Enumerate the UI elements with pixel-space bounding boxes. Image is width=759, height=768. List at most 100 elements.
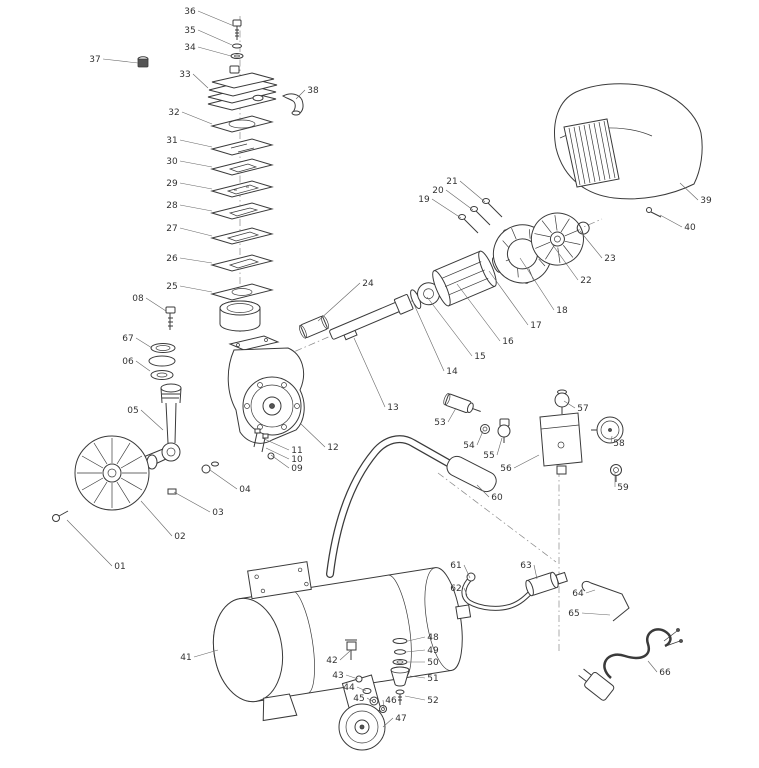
safety-valve-drawing [443,393,481,414]
part-label-59: 59 [614,473,629,493]
leader-line-61 [463,564,471,579]
part-number-49: 49 [427,646,439,656]
piston-rod-drawing [160,383,182,462]
part-label-03: 03 [173,491,224,518]
part-number-16: 16 [502,337,514,347]
filter-washers-drawing [148,306,176,380]
part-number-59: 59 [617,483,629,493]
leader-line-55 [496,437,503,456]
part-label-23: 23 [579,230,616,264]
leader-line-28 [179,204,213,212]
part-number-35: 35 [184,26,195,36]
part-label-64: 64 [572,589,596,599]
regulator-valve-drawing [497,418,511,443]
part-number-24: 24 [362,279,374,289]
part-number-54: 54 [463,441,475,451]
leader-line-35 [197,29,233,46]
part-number-22: 22 [580,276,591,286]
leader-line-56 [513,454,540,469]
part-labels-layer: 3635343733383231302928272625086706052419… [66,7,712,728]
part-number-27: 27 [166,224,177,234]
leader-line-27 [179,227,213,237]
leader-line-39 [679,182,699,201]
part-number-18: 18 [556,306,568,316]
leader-line-09 [270,454,290,469]
part-label-49: 49 [405,646,439,656]
leader-line-11 [261,437,290,451]
leader-line-26 [179,257,213,264]
leader-line-52 [404,695,426,701]
part-label-43: 43 [332,671,359,681]
piston-pin-drawing [299,315,329,339]
leader-line-30 [179,160,213,168]
part-label-22: 22 [551,243,592,286]
leader-line-16 [456,283,501,342]
leader-line-33 [192,73,209,89]
leader-line-44 [356,686,367,692]
part-number-61: 61 [450,561,461,571]
part-label-45: 45 [353,694,373,704]
crankshaft-motor-drawing [329,212,590,341]
pressure-switch-drawing [539,412,583,475]
leader-line-58 [610,435,613,444]
part-number-21: 21 [446,177,457,187]
part-number-66: 66 [659,668,671,678]
part-label-60: 60 [476,484,503,503]
part-label-21: 21 [446,177,486,203]
leader-line-67 [135,337,153,349]
drain-tube-drawing [461,572,535,611]
part-number-26: 26 [166,254,178,264]
leader-line-13 [353,337,386,408]
part-number-47: 47 [395,714,406,724]
part-number-03: 03 [212,508,223,518]
leader-line-06 [135,360,151,372]
leader-line-32 [181,111,213,125]
outlet-fitting-drawing [610,464,622,482]
stator-screws-drawing [458,198,503,234]
part-label-35: 35 [184,26,233,46]
leader-line-08 [145,297,167,312]
part-number-29: 29 [166,179,178,189]
elbow-fitting-drawing [282,93,304,116]
part-label-27: 27 [166,224,213,237]
motor-cover-drawing [554,83,703,200]
part-number-13: 13 [387,403,398,413]
leader-line-62 [463,587,468,596]
part-label-40: 40 [659,214,696,233]
part-label-55: 55 [483,437,503,461]
part-number-50: 50 [427,658,439,668]
leader-line-60 [476,484,490,498]
part-label-08: 08 [132,294,167,312]
leader-line-23 [579,230,603,259]
part-number-34: 34 [184,43,196,53]
leader-line-57 [563,400,576,409]
check-valve-drawing [525,571,568,597]
part-number-43: 43 [332,671,343,681]
part-label-09: 09 [270,454,303,474]
part-number-55: 55 [483,451,494,461]
part-label-44: 44 [343,683,367,693]
part-number-28: 28 [166,201,178,211]
part-number-63: 63 [520,561,531,571]
part-label-42: 42 [326,650,351,666]
part-label-28: 28 [166,201,213,212]
part-label-56: 56 [500,454,540,474]
leader-line-22 [551,243,579,281]
leader-line-38 [295,89,306,100]
power-plug-drawing [578,668,615,701]
part-number-20: 20 [432,186,444,196]
leader-line-24 [317,282,361,322]
part-label-50: 50 [408,658,439,668]
leader-line-31 [179,139,213,148]
part-label-62: 62 [450,584,468,596]
part-label-17: 17 [488,270,542,331]
head-bolts-drawing [230,19,244,59]
part-number-17: 17 [530,321,541,331]
part-label-11: 11 [261,437,303,456]
part-label-04: 04 [209,469,251,495]
pressure-gauge-drawing [591,416,624,444]
part-number-45: 45 [353,694,364,704]
part-number-51: 51 [427,674,438,684]
cylinder-head-drawing [207,65,278,111]
leader-line-41 [193,649,219,658]
